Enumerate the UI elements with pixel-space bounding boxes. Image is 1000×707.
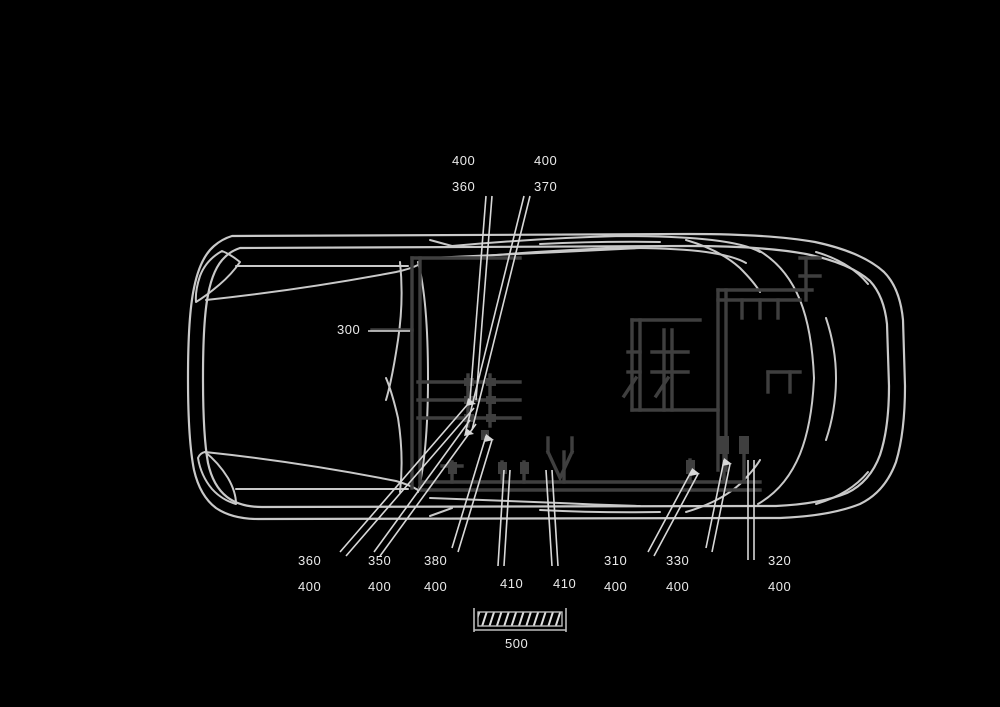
callout-bottom-right-1-upper: 310 (604, 553, 628, 568)
dimension-label-500: 500 (505, 636, 529, 651)
callout-bottom-right-3-upper: 320 (768, 553, 792, 568)
callout-top-1-lower: 360 (452, 179, 476, 194)
callout-bottom-right-2-upper: 330 (666, 553, 690, 568)
callout-label-300: 300 (337, 322, 361, 337)
callout-bottom-left-1-lower: 400 (298, 579, 322, 594)
callout-bottom-right-1-lower: 400 (604, 579, 628, 594)
callout-bottom-left-2-upper: 350 (368, 553, 392, 568)
callout-top-2-lower: 370 (534, 179, 558, 194)
callout-bottom-right-3: 320 400 (768, 548, 791, 600)
callout-top-2: 400 370 (534, 148, 557, 200)
callout-bottom-left-1: 360 400 (298, 548, 321, 600)
callout-top-1: 400 360 (452, 148, 475, 200)
callout-bottom-center-2: 410 (553, 576, 577, 591)
callout-top-2-upper: 400 (534, 153, 558, 168)
callout-bottom-left-1-upper: 360 (298, 553, 322, 568)
callout-bottom-left-3-upper: 380 (424, 553, 448, 568)
callout-bottom-right-2-lower: 400 (666, 579, 690, 594)
callout-bottom-left-2-lower: 400 (368, 579, 392, 594)
callout-bottom-right-2: 330 400 (666, 548, 689, 600)
callout-top-1-upper: 400 (452, 153, 476, 168)
callout-bottom-right-1: 310 400 (604, 548, 627, 600)
callout-bottom-left-3: 380 400 (424, 548, 447, 600)
callout-bottom-right-3-lower: 400 (768, 579, 792, 594)
callout-bottom-left-3-lower: 400 (424, 579, 448, 594)
callout-bottom-left-2: 350 400 (368, 548, 391, 600)
callout-bottom-center-1: 410 (500, 576, 524, 591)
